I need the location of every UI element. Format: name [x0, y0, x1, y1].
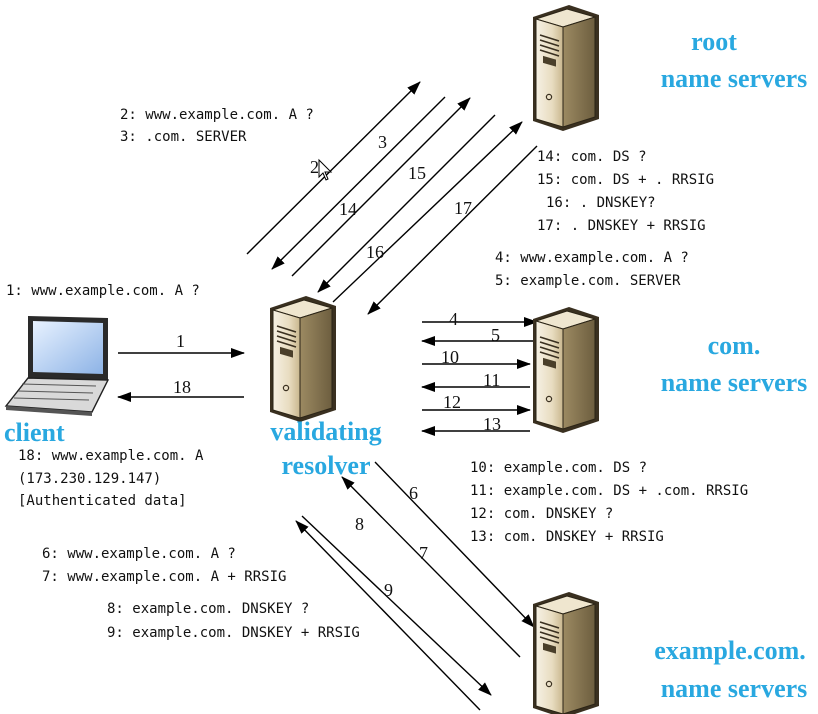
message-line: 4: www.example.com. A ? [495, 250, 689, 266]
arrow-label-7: 7 [419, 543, 428, 563]
message-line: 12: com. DNSKEY ? [470, 506, 613, 522]
message-line: 11: example.com. DS + .com. RRSIG [470, 483, 748, 499]
arrow-label-5: 5 [491, 325, 500, 345]
root-dnssec-messages: 14: com. DS ? 15: com. DS + . RRSIG 16: … [537, 149, 714, 234]
message-line: 3: .com. SERVER [120, 129, 247, 145]
laptop-icon [4, 316, 110, 416]
com-dnssec-messages: 10: example.com. DS ? 11: example.com. D… [470, 460, 748, 545]
root-server-icon [532, 4, 600, 132]
message-line: 16: . DNSKEY? [546, 195, 656, 211]
message-line: 10: example.com. DS ? [470, 460, 647, 476]
message-line: 13: com. DNSKEY + RRSIG [470, 529, 664, 545]
message-line: 1: www.example.com. A ? [6, 283, 200, 299]
message-line: (173.230.129.147) [18, 471, 161, 487]
arrow-label-8: 8 [355, 514, 364, 534]
root-server-subtitle: name servers [661, 64, 808, 93]
client-query-messages: 1: www.example.com. A ? [6, 283, 200, 299]
client-answer-messages: 18: www.example.com. A (173.230.129.147)… [18, 448, 204, 509]
message-line: 15: com. DS + . RRSIG [537, 172, 714, 188]
message-line: 2: www.example.com. A ? [120, 107, 314, 123]
arrow-label-18: 18 [173, 377, 191, 397]
resolver-title: validating [270, 417, 381, 446]
arrow-9 [295, 520, 481, 711]
arrow-3 [271, 96, 446, 270]
message-line: 7: www.example.com. A + RRSIG [42, 569, 286, 585]
arrow-2 [246, 81, 421, 255]
example-server-icon [532, 591, 600, 714]
resolver-subtitle: resolver [281, 451, 370, 480]
message-line: 9: example.com. DNSKEY + RRSIG [107, 625, 360, 641]
message-line: 6: www.example.com. A ? [42, 546, 236, 562]
arrow-label-2: 2 [310, 157, 319, 177]
arrow-label-12: 12 [443, 392, 461, 412]
arrow-14 [291, 97, 471, 277]
example-query-messages: 6: www.example.com. A ? 7: www.example.c… [42, 546, 286, 585]
arrow-6 [374, 461, 535, 628]
example-dnssec-messages: 8: example.com. DNSKEY ? 9: example.com.… [107, 601, 360, 641]
arrow-15 [317, 114, 496, 293]
com-query-messages: 4: www.example.com. A ? 5: example.com. … [495, 250, 689, 289]
arrow-label-9: 9 [384, 580, 393, 600]
example-server-subtitle: name servers [661, 674, 808, 703]
arrow-label-15: 15 [408, 163, 426, 183]
root-server-title: root [691, 27, 737, 56]
arrow-label-3: 3 [378, 132, 387, 152]
client-label: client [4, 418, 65, 447]
message-line: 14: com. DS ? [537, 149, 647, 165]
arrow-label-1: 1 [176, 331, 185, 351]
message-line: 17: . DNSKEY + RRSIG [537, 218, 706, 234]
message-line: 5: example.com. SERVER [495, 273, 681, 289]
arrow-label-14: 14 [339, 199, 357, 219]
root-query-messages: 2: www.example.com. A ? 3: .com. SERVER [120, 107, 314, 145]
mouse-cursor-icon [318, 158, 333, 181]
arrow-17 [367, 145, 538, 315]
com-server-icon [532, 306, 600, 434]
com-server-title: com. [708, 331, 761, 360]
message-line: 18: www.example.com. A [18, 448, 204, 464]
arrow-label-6: 6 [409, 483, 418, 503]
arrow-label-10: 10 [441, 347, 459, 367]
com-server-subtitle: name servers [661, 368, 808, 397]
arrow-8 [301, 515, 492, 696]
message-line: 8: example.com. DNSKEY ? [107, 601, 309, 617]
arrow-16 [332, 121, 523, 303]
arrow-7 [341, 476, 521, 658]
arrow-label-17: 17 [454, 198, 472, 218]
resolver-server-icon [269, 295, 337, 423]
arrow-label-13: 13 [483, 414, 501, 434]
example-server-title: example.com. [654, 636, 806, 665]
arrow-label-4: 4 [449, 309, 458, 329]
arrow-label-11: 11 [483, 370, 500, 390]
arrow-label-16: 16 [366, 242, 384, 262]
message-line: [Authenticated data] [18, 493, 187, 509]
